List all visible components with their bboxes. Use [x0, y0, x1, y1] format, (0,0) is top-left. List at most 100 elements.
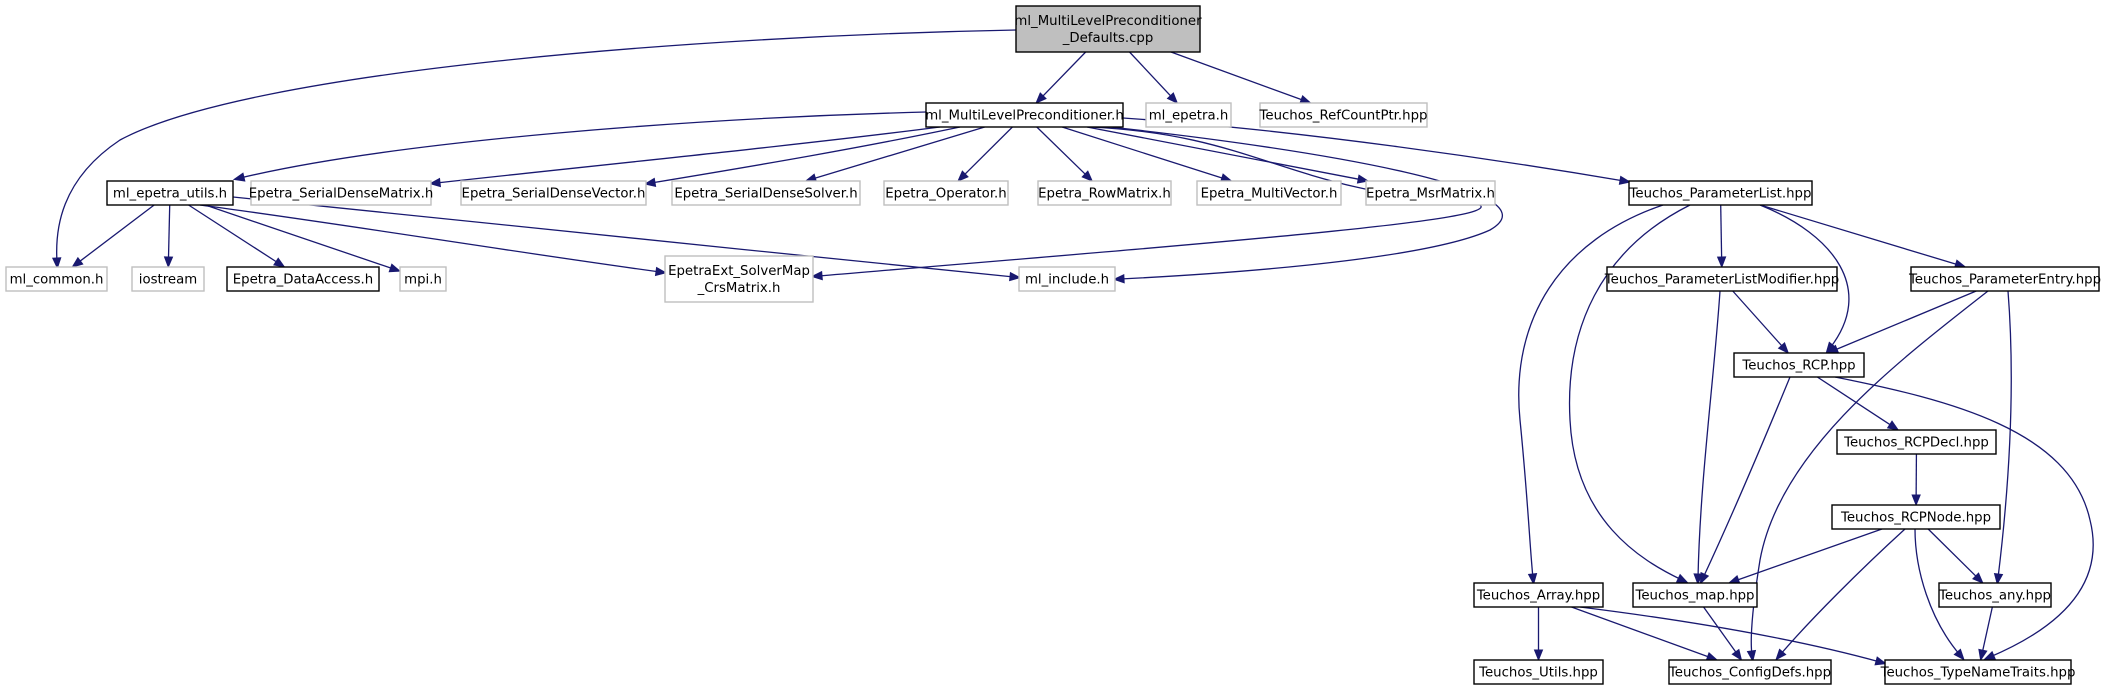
- edge-arrowhead: [1731, 648, 1743, 662]
- edge-tpe-to-rcp: [1826, 290, 1977, 354]
- node-tpe[interactable]: Teuchos_ParameterEntry.hpp: [1908, 266, 2101, 292]
- edge-mleu-to-mpi: [205, 204, 402, 273]
- edge-arrowhead: [1777, 342, 1790, 355]
- edge-arrowhead: [1775, 648, 1787, 661]
- edge-line: [1568, 204, 1691, 581]
- edge-arrowhead: [1746, 649, 1757, 663]
- node-iostream[interactable]: iostream: [131, 266, 205, 292]
- node-label: Teuchos_Utils.hpp: [1478, 666, 1598, 681]
- edge-arrowhead: [1716, 256, 1727, 269]
- node-rcp[interactable]: Teuchos_RCP.hpp: [1733, 352, 1865, 378]
- edge-arrowhead: [232, 172, 246, 182]
- edge-mlp-to-mlinclude: [1109, 126, 1504, 284]
- edge-mlp-to-esm: [810, 126, 1482, 281]
- node-box: [1910, 266, 2100, 292]
- edge-line: [1518, 204, 1664, 579]
- node-mlinclude[interactable]: ml_include.h: [1018, 266, 1116, 292]
- node-rcpdecl[interactable]: Teuchos_RCPDecl.hpp: [1836, 429, 1997, 455]
- edge-tpl-to-array: [1518, 204, 1664, 586]
- edge-line: [1170, 51, 1303, 101]
- node-label: ml_include.h: [1025, 273, 1109, 288]
- node-tnt[interactable]: Teuchos_TypeNameTraits.hpp: [1880, 659, 2076, 685]
- edge-arrowhead: [1533, 649, 1544, 662]
- node-eda[interactable]: Epetra_DataAccess.h: [226, 266, 380, 292]
- edge-rcpnode-to-map: [1727, 528, 1883, 584]
- node-box: [226, 266, 380, 292]
- edge-rcp-to-tnt: [1834, 376, 2094, 660]
- node-sdm[interactable]: Epetra_SerialDenseMatrix.h: [249, 180, 434, 206]
- edge-root-to-rcptr: [1170, 51, 1312, 104]
- edge-arrowhead: [273, 257, 286, 268]
- edge-arrowhead: [1886, 420, 1900, 431]
- edge-line: [1702, 376, 1791, 579]
- edge-line: [205, 204, 392, 269]
- edge-arrowhead: [1112, 274, 1125, 284]
- edge-line: [1036, 126, 1087, 176]
- edge-root-to-mlcommon: [51, 29, 1017, 270]
- edge-line: [650, 126, 961, 184]
- node-box: [925, 102, 1124, 128]
- node-mleu[interactable]: ml_epetra_utils.h: [106, 180, 234, 206]
- node-mv[interactable]: Epetra_MultiVector.h: [1196, 180, 1342, 206]
- node-box: [399, 266, 447, 292]
- edge-arrowhead: [1035, 92, 1047, 104]
- node-rowm[interactable]: Epetra_RowMatrix.h: [1037, 180, 1172, 206]
- edge-rcpnode-to-cfg: [1775, 528, 1906, 661]
- node-tpl[interactable]: Teuchos_ParameterList.hpp: [1628, 180, 1813, 206]
- node-box: [1831, 504, 2001, 530]
- node-msr[interactable]: Epetra_MsrMatrix.h: [1365, 180, 1496, 206]
- node-label: Epetra_SerialDenseSolver.h: [674, 187, 857, 202]
- edge-arrowhead: [428, 177, 441, 188]
- edge-arrowhead: [1983, 650, 1996, 660]
- node-mpi[interactable]: mpi.h: [399, 266, 447, 292]
- node-box: [664, 255, 814, 303]
- edge-mlp-to-sds: [804, 126, 985, 183]
- node-mlepetra[interactable]: ml_epetra.h: [1145, 102, 1232, 128]
- node-label: EpetraExt_SolverMap: [668, 264, 810, 279]
- edge-line: [1779, 528, 1906, 656]
- node-rcpnode[interactable]: Teuchos_RCPNode.hpp: [1831, 504, 2001, 530]
- node-map[interactable]: Teuchos_map.hpp: [1632, 582, 1758, 608]
- edge-line: [1041, 51, 1087, 97]
- node-rcptr[interactable]: Teuchos_RefCountPtr.hpp: [1259, 102, 1428, 128]
- node-label: ml_common.h: [10, 273, 104, 288]
- node-array[interactable]: Teuchos_Array.hpp: [1473, 582, 1604, 608]
- node-label: Teuchos_ParameterListModifier.hpp: [1604, 273, 1839, 288]
- node-box: [1836, 429, 1997, 455]
- node-label: ml_epetra_utils.h: [113, 187, 227, 202]
- node-label: _Defaults.cpp: [1062, 31, 1154, 46]
- node-utils[interactable]: Teuchos_Utils.hpp: [1473, 659, 1604, 685]
- edge-line: [1981, 606, 1993, 652]
- node-esm[interactable]: EpetraExt_SolverMap_CrsMatrix.h: [664, 255, 814, 303]
- node-box: [5, 266, 108, 292]
- node-label: Teuchos_ParameterList.hpp: [1629, 187, 1812, 202]
- node-box: [460, 180, 647, 206]
- node-sds[interactable]: Epetra_SerialDenseSolver.h: [671, 180, 861, 206]
- node-box: [1015, 5, 1201, 53]
- edge-rcpnode-to-tnt: [1914, 528, 1965, 661]
- edge-arrowhead: [1527, 573, 1538, 586]
- edge-arrowhead: [1705, 651, 1719, 661]
- node-label: Teuchos_map.hpp: [1635, 589, 1755, 604]
- node-op[interactable]: Epetra_Operator.h: [883, 180, 1009, 206]
- node-label: Epetra_MsrMatrix.h: [1366, 187, 1495, 202]
- node-box: [131, 266, 205, 292]
- node-tplm[interactable]: Teuchos_ParameterListModifier.hpp: [1604, 266, 1839, 292]
- node-any[interactable]: Teuchos_any.hpp: [1938, 582, 2052, 608]
- node-sdv[interactable]: Epetra_SerialDenseVector.h: [460, 180, 647, 206]
- node-label: Teuchos_TypeNameTraits.hpp: [1880, 666, 2076, 681]
- node-label: Epetra_DataAccess.h: [233, 273, 373, 288]
- node-label: Epetra_RowMatrix.h: [1038, 187, 1171, 202]
- node-mlp[interactable]: ml_MultiLevelPreconditioner.h: [925, 102, 1124, 128]
- node-mlcommon[interactable]: ml_common.h: [5, 266, 108, 292]
- edge-mlp-to-rowm: [1036, 126, 1094, 182]
- edge-line: [1109, 126, 1504, 280]
- edge-map-to-cfg: [1703, 606, 1743, 662]
- node-label: iostream: [139, 273, 197, 288]
- edge-mleu-to-esm: [199, 204, 668, 277]
- node-box: [1037, 180, 1172, 206]
- edge-arrowhead: [1166, 92, 1179, 104]
- edge-line: [435, 126, 941, 184]
- edge-line: [1927, 528, 1977, 578]
- node-cfg[interactable]: Teuchos_ConfigDefs.hpp: [1668, 659, 1832, 685]
